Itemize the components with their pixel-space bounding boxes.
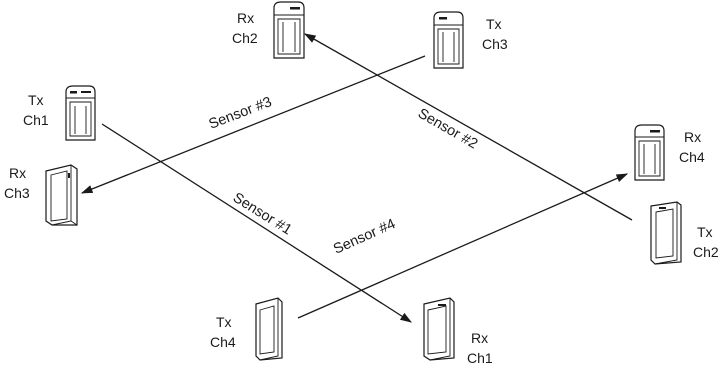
rx-ch3-sensor-icon: [45, 164, 78, 226]
tx-ch2-channel: Ch2: [693, 244, 719, 260]
beam-sensor-4: [297, 173, 629, 319]
rx-ch4-sensor-icon: [634, 124, 665, 181]
beam-sensor-3: [80, 55, 426, 194]
rx-ch2-role: Rx: [237, 10, 254, 26]
tx-ch4-role: Tx: [216, 314, 232, 330]
rx-ch1-role: Rx: [471, 330, 488, 346]
tx-ch4-sensor-icon: [255, 297, 283, 361]
rx-ch2-channel: Ch2: [232, 30, 258, 46]
tx-ch3-role: Tx: [486, 16, 502, 32]
rx-ch4-channel: Ch4: [679, 149, 705, 165]
rx-ch2-sensor-icon: [273, 1, 305, 59]
tx-ch2-role: Tx: [697, 224, 713, 240]
rx-ch3-channel: Ch3: [4, 185, 30, 201]
tx-ch3-channel: Ch3: [482, 36, 508, 52]
sensor-4-label: Sensor #4: [331, 216, 398, 258]
tx-ch1-sensor-icon: [65, 85, 96, 141]
tx-ch4-channel: Ch4: [210, 334, 236, 350]
rx-ch4-role: Rx: [684, 129, 701, 145]
rx-ch1-sensor-icon: [423, 297, 455, 361]
tx-ch2-sensor-icon: [650, 201, 682, 265]
tx-ch3-sensor-icon: [433, 11, 464, 69]
beam-sensor-1: [101, 123, 412, 323]
rx-ch1-channel: Ch1: [467, 350, 493, 366]
sensor-3-label: Sensor #3: [207, 94, 274, 133]
rx-ch3-role: Rx: [9, 165, 26, 181]
sensor-1-label: Sensor #1: [230, 190, 295, 239]
sensor-2-label: Sensor #2: [415, 106, 480, 153]
tx-ch1-channel: Ch1: [23, 112, 49, 128]
tx-ch1-role: Tx: [28, 92, 44, 108]
beam-sensor-2: [303, 33, 633, 221]
